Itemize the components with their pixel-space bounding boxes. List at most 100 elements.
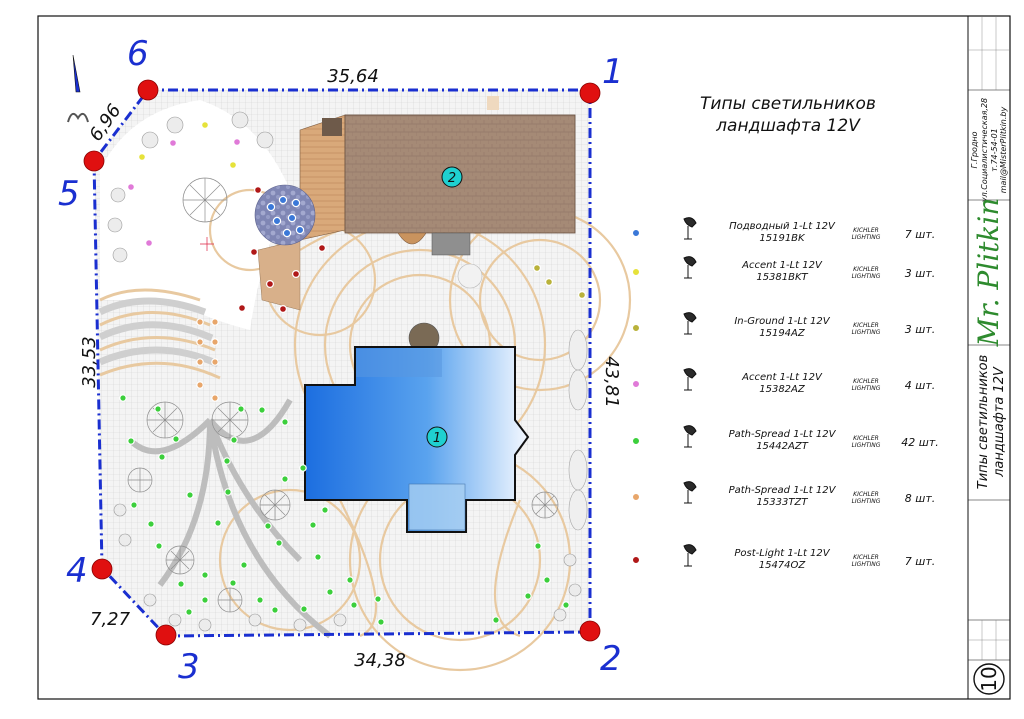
legend-brand: KICHLER — [853, 227, 879, 234]
svg-text:т.74-54-01: т.74-54-01 — [990, 128, 999, 172]
lamp-thumbnail-icon — [683, 481, 697, 504]
legend-quantity: 7 шт. — [905, 555, 935, 568]
zone-marker-2: 2 — [441, 166, 463, 188]
dimension-left: 33,53 — [79, 336, 100, 388]
dimension-right: 43,81 — [601, 356, 622, 408]
legend-brand: KICHLER — [853, 554, 879, 561]
legend-code: 15194AZ — [759, 328, 806, 339]
trees — [127, 177, 559, 613]
legend-quantity: 4 шт. — [905, 379, 935, 392]
legend-color-dot — [631, 492, 641, 502]
legend-name: Path-Spread 1-Lt 12V — [729, 485, 837, 496]
corner-marker-2 — [579, 620, 601, 642]
plan-lights — [119, 120, 586, 626]
corner-label-5: 5 — [58, 174, 80, 214]
legend-brand: LIGHTING — [852, 442, 881, 449]
shrubs — [107, 111, 582, 632]
corner-label-6: 6 — [127, 34, 149, 74]
sheet-title-line2: ландшафта 12V — [992, 366, 1007, 478]
hedge-right — [568, 329, 588, 531]
lamp-thumbnail-icon — [683, 368, 697, 391]
sidebar-address: Г.Гродно ул.Социалистическая,28 т.74-54-… — [970, 98, 1008, 203]
lamp-thumbnail-icon — [683, 217, 697, 240]
legend-brand: LIGHTING — [852, 234, 881, 241]
legend-quantity: 3 шт. — [905, 267, 935, 280]
legend-color-dot — [631, 436, 641, 446]
legend-color-dot — [631, 323, 641, 333]
legend-brand: KICHLER — [853, 266, 879, 273]
corner-marker-5 — [83, 150, 105, 172]
legend-quantity: 7 шт. — [905, 228, 935, 241]
lamp-thumbnail-icon — [683, 256, 697, 279]
corner-label-1: 1 — [602, 52, 624, 92]
sheet-title-line1: Типы светильников — [976, 355, 991, 490]
legend-brand: KICHLER — [853, 435, 879, 442]
house — [257, 96, 576, 311]
legend-code: 15474OZ — [759, 560, 807, 571]
north-arrow-icon — [67, 54, 89, 123]
corner-marker-3 — [155, 624, 177, 646]
legend-name: Accent 1-Lt 12V — [741, 372, 823, 383]
signature-logo: Mr. Plitkin — [972, 198, 1005, 348]
legend-code: 15442AZT — [756, 441, 809, 452]
legend-name: Accent 1-Lt 12V — [741, 260, 823, 271]
legend-code: 15191BK — [759, 233, 806, 244]
legend-row: In-Ground 1-Lt 12V15194AZKICHLERLIGHTING… — [631, 312, 935, 339]
legend-brand: KICHLER — [853, 491, 879, 498]
zone-marker-1: 1 — [426, 426, 448, 448]
legend-brand: KICHLER — [853, 322, 879, 329]
corner-marker-6 — [137, 79, 159, 101]
legend-brand: LIGHTING — [852, 385, 881, 392]
legend-brand: KICHLER — [853, 378, 879, 385]
legend-row: Path-Spread 1-Lt 12V15333TZTKICHLERLIGHT… — [631, 481, 935, 508]
svg-text:1: 1 — [433, 431, 441, 446]
legend-name: In-Ground 1-Lt 12V — [734, 316, 830, 327]
corner-label-2: 2 — [600, 639, 622, 679]
svg-text:2: 2 — [448, 171, 456, 186]
svg-text:10: 10 — [977, 666, 1001, 691]
legend-color-dot — [631, 379, 641, 389]
svg-text:Г.Гродно: Г.Гродно — [970, 131, 979, 168]
legend-brand: LIGHTING — [852, 498, 881, 505]
legend-brand: LIGHTING — [852, 273, 881, 280]
lawn-area — [100, 100, 290, 330]
site-plan: 1 2 — [92, 88, 632, 672]
corner-label-4: 4 — [66, 551, 88, 591]
legend-name: Path-Spread 1-Lt 12V — [729, 429, 837, 440]
corner-markers — [83, 79, 601, 646]
legend-name: Post-Light 1-Lt 12V — [734, 548, 830, 559]
corner-marker-4 — [91, 558, 113, 580]
corner-label-3: 3 — [178, 647, 200, 687]
legend-quantity: 8 шт. — [905, 492, 935, 505]
svg-text:mail@MisterPlitkin.by: mail@MisterPlitkin.by — [999, 107, 1008, 194]
lamp-thumbnail-icon — [683, 425, 697, 448]
legend-color-dot — [631, 228, 641, 238]
dimension-bottom: 34,38 — [354, 650, 406, 671]
drawing-title-line1: Типы светильников — [700, 94, 876, 114]
legend: Подводный 1-Lt 12V15191BKKICHLERLIGHTING… — [631, 217, 939, 571]
legend-color-dot — [631, 267, 641, 277]
pool — [304, 346, 530, 533]
legend-color-dot — [631, 555, 641, 565]
drawing-title-line2: ландшафта 12V — [715, 116, 861, 136]
legend-quantity: 3 шт. — [905, 323, 935, 336]
corner-marker-1 — [579, 82, 601, 104]
dimension-top: 35,64 — [327, 66, 379, 87]
legend-code: 15381BKT — [756, 272, 808, 283]
legend-quantity: 42 шт. — [901, 436, 938, 449]
lamp-thumbnail-icon — [683, 312, 697, 335]
title-block-grid — [968, 16, 1010, 660]
legend-brand: LIGHTING — [852, 561, 881, 568]
lamp-thumbnail-icon — [683, 544, 697, 567]
page-number-badge: 10 — [973, 663, 1005, 695]
title-block-frame — [967, 15, 1011, 700]
legend-name: Подводный 1-Lt 12V — [729, 221, 836, 232]
dimension-bottom-left: 7,27 — [90, 609, 131, 630]
svg-text:ул.Социалистическая,28: ул.Социалистическая,28 — [980, 98, 989, 203]
